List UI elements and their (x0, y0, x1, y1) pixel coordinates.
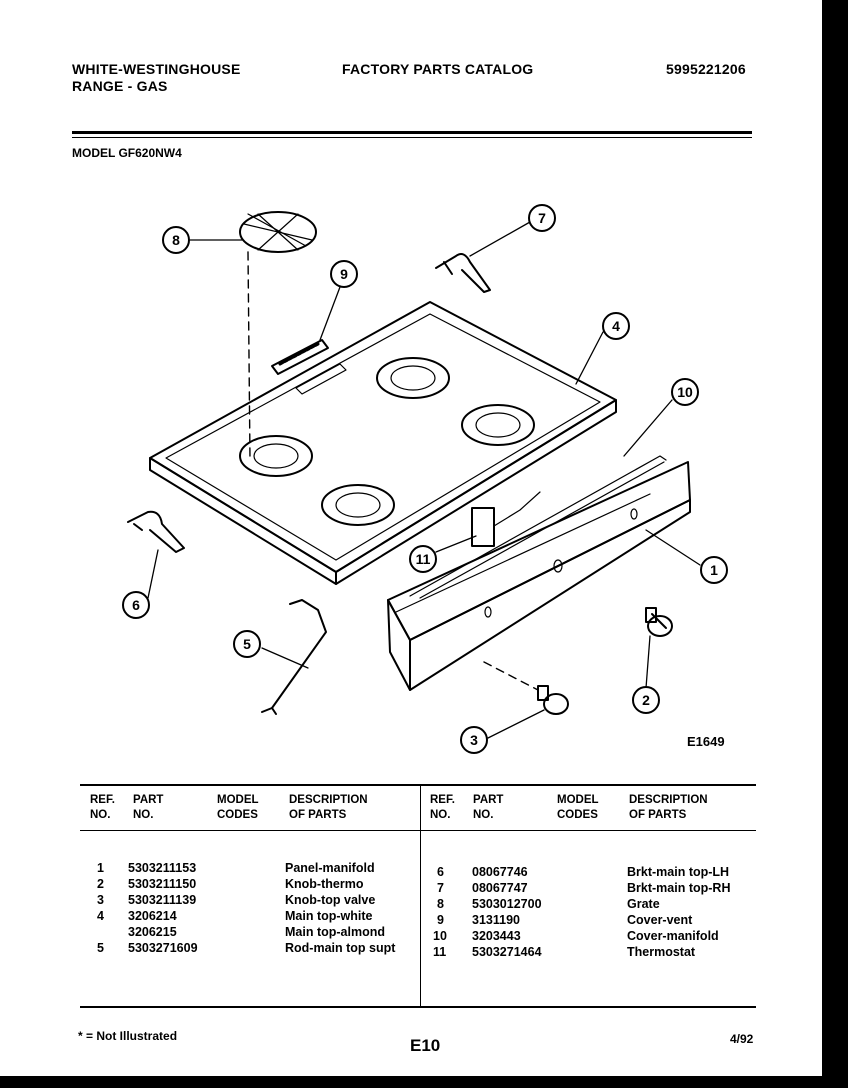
footnote: * = Not Illustrated (78, 1029, 178, 1043)
exploded-parts-diagram: 8 9 7 4 10 1 2 3 5 6 11 (122, 204, 728, 754)
callout-9: 9 (340, 266, 348, 282)
bracket-rh-drawing (435, 253, 491, 293)
diagram-code: E1649 (687, 734, 725, 749)
callout-7: 7 (538, 210, 546, 226)
catalog-number: 5995221206 (666, 61, 746, 77)
scan-edge-bottom (0, 1076, 848, 1088)
model-number: MODEL GF620NW4 (72, 146, 182, 160)
callout-5: 5 (243, 636, 251, 652)
table-header-rule (80, 830, 756, 831)
callout-leaders (147, 221, 701, 739)
main-top-drawing (149, 301, 617, 585)
callout-6: 6 (132, 597, 140, 613)
knob-top-valve-drawing (483, 661, 569, 715)
bracket-lh-drawing (127, 510, 185, 553)
knob-thermo-drawing (645, 607, 673, 637)
rod-support-drawing (261, 599, 327, 715)
callout-11: 11 (416, 551, 431, 567)
callout-circles (122, 204, 728, 754)
grate-drawing (239, 211, 317, 461)
catalog-title: FACTORY PARTS CATALOG (342, 61, 534, 77)
header-rule-thin (72, 137, 752, 138)
table-top-rule (80, 784, 756, 786)
callout-8: 8 (172, 232, 180, 248)
table-bottom-rule (80, 1006, 756, 1008)
callout-3: 3 (470, 732, 478, 748)
vent-cover-drawing (271, 339, 329, 375)
th-ref-left: REF.NO. (90, 794, 115, 821)
callout-1: 1 (710, 562, 718, 578)
scan-edge-right (822, 0, 848, 1088)
header-brand-block: WHITE-WESTINGHOUSE RANGE - GAS (72, 61, 240, 95)
manifold-panel-drawing (387, 455, 691, 691)
brand-name: WHITE-WESTINGHOUSE (72, 61, 241, 77)
revision-date: 4/92 (730, 1032, 754, 1046)
page-number: E10 (410, 1036, 441, 1055)
th-ref-right: REF.NO. (430, 794, 455, 821)
callout-2: 2 (642, 692, 650, 708)
header-rule (72, 131, 752, 134)
callout-10: 10 (677, 384, 693, 400)
table-divider (420, 786, 421, 1006)
product-type: RANGE - GAS (72, 78, 168, 94)
callout-4: 4 (612, 318, 620, 334)
